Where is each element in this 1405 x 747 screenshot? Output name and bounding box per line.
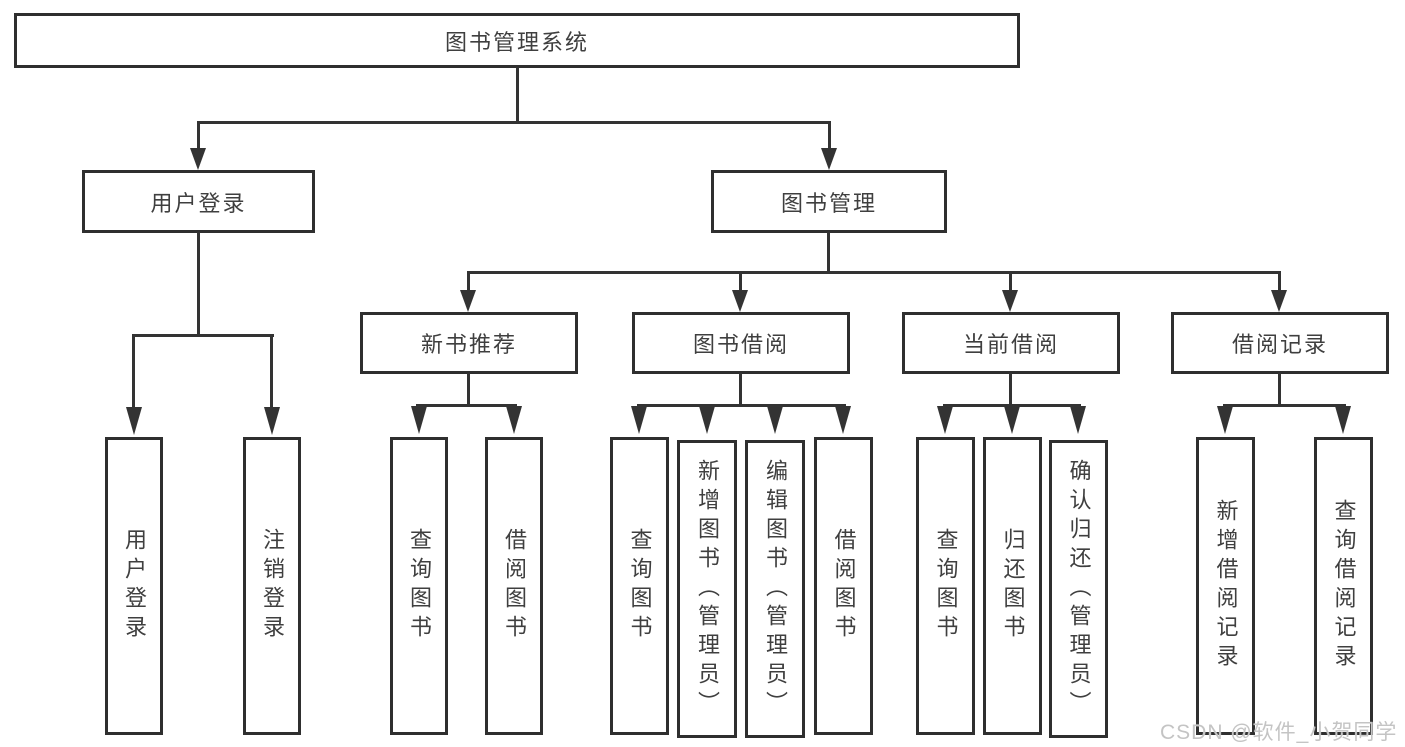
leaf-label: 查询图书: [933, 528, 959, 644]
node-book-borrowing: 图书借阅: [632, 312, 850, 374]
node-label: 图书借阅: [692, 332, 789, 357]
arrowhead-borrowing-records: [1271, 290, 1287, 312]
leaf-label: 确认归还（管理员）: [1066, 458, 1092, 720]
leaf-user-login: 用户登录: [105, 437, 163, 735]
node-borrowing-records: 借阅记录: [1171, 312, 1389, 374]
connector-logout-drop: [270, 334, 273, 409]
leaf-add-book-admin: 新增图书（管理员）: [677, 440, 737, 738]
node-user-login: 用户登录: [82, 170, 315, 233]
arrowhead-query-book-1: [411, 406, 427, 434]
node-new-book-recommend: 新书推荐: [360, 312, 578, 374]
leaf-label: 借阅图书: [502, 528, 527, 644]
arrowhead-borrow-book-1: [506, 406, 522, 434]
node-label: 当前借阅: [962, 332, 1059, 357]
leaf-query-book-1: 查询图书: [390, 437, 448, 735]
arrowhead-query-book-3: [937, 406, 953, 434]
leaf-return-book: 归还图书: [983, 437, 1042, 735]
connector-root-stem: [516, 67, 519, 123]
connector-login-drop: [132, 334, 135, 409]
connector-records-hline: [1223, 404, 1346, 407]
leaf-confirm-return-admin: 确认归还（管理员）: [1049, 440, 1108, 738]
connector-records-drop: [1278, 271, 1281, 292]
arrowhead-query-borrowing-record: [1335, 406, 1351, 434]
arrowhead-book-borrowing: [732, 290, 748, 312]
arrowhead-new-book-recommend: [460, 290, 476, 312]
connector-book-mgmt-drop: [828, 121, 831, 150]
connector-new-book-hline: [416, 404, 517, 407]
leaf-borrow-book-1: 借阅图书: [485, 437, 543, 735]
node-label: 图书管理: [780, 190, 877, 216]
leaf-query-book-2: 查询图书: [610, 437, 669, 735]
csdn-watermark: CSDN @软件_小贺同学: [1160, 721, 1398, 744]
arrowhead-logout: [264, 407, 280, 435]
connector-current-stem: [1009, 373, 1012, 406]
leaf-label: 查询借阅记录: [1331, 499, 1357, 673]
connector-borrowing-hline: [637, 404, 846, 407]
connector-user-login-stem: [197, 232, 200, 336]
node-book-management: 图书管理: [711, 170, 947, 233]
node-label: 新书推荐: [420, 332, 517, 357]
connector-level2-hline: [467, 271, 1281, 274]
arrowhead-borrow-book-2: [835, 406, 851, 434]
connector-user-login-drop: [197, 121, 200, 150]
arrowhead-query-book-2: [631, 406, 647, 434]
node-current-borrowing: 当前借阅: [902, 312, 1120, 374]
leaf-label: 注销登录: [260, 528, 285, 644]
leaf-label: 用户登录: [122, 528, 147, 644]
connector-user-login-hline: [132, 334, 274, 337]
leaf-query-borrowing-record: 查询借阅记录: [1314, 437, 1373, 735]
leaf-logout-login: 注销登录: [243, 437, 301, 735]
connector-new-book-drop: [467, 271, 470, 292]
connector-borrowing-stem: [739, 373, 742, 406]
leaf-label: 新增图书（管理员）: [695, 458, 720, 720]
arrowhead-book-mgmt: [821, 148, 837, 170]
leaf-add-borrowing-record: 新增借阅记录: [1196, 437, 1255, 735]
leaf-borrow-book-2: 借阅图书: [814, 437, 873, 735]
arrowhead-confirm-return-admin: [1070, 406, 1086, 434]
node-label: 图书管理系统: [444, 29, 589, 55]
leaf-query-book-3: 查询图书: [916, 437, 975, 735]
arrowhead-return-book: [1004, 406, 1020, 434]
connector-new-book-stem: [467, 373, 470, 406]
node-label: 用户登录: [150, 190, 247, 216]
leaf-label: 归还图书: [1000, 528, 1026, 644]
connector-current-drop: [1009, 271, 1012, 292]
connector-borrowing-drop: [739, 271, 742, 292]
arrowhead-add-borrowing-record: [1217, 406, 1233, 434]
leaf-edit-book-admin: 编辑图书（管理员）: [745, 440, 805, 738]
arrowhead-login: [126, 407, 142, 435]
connector-records-stem: [1278, 373, 1281, 406]
leaf-label: 编辑图书（管理员）: [763, 458, 788, 720]
connector-level1-hline: [197, 121, 831, 124]
connector-current-hline: [943, 404, 1081, 407]
leaf-label: 借阅图书: [831, 528, 857, 644]
node-label: 借阅记录: [1231, 332, 1328, 357]
arrowhead-user-login: [190, 148, 206, 170]
leaf-label: 新增借阅记录: [1213, 499, 1239, 673]
leaf-label: 查询图书: [627, 528, 653, 644]
arrowhead-add-book-admin: [699, 406, 715, 434]
arrowhead-edit-book-admin: [767, 406, 783, 434]
leaf-label: 查询图书: [407, 528, 432, 644]
arrowhead-current-borrowing: [1002, 290, 1018, 312]
connector-book-mgmt-stem: [827, 232, 830, 273]
node-library-system: 图书管理系统: [14, 13, 1020, 68]
